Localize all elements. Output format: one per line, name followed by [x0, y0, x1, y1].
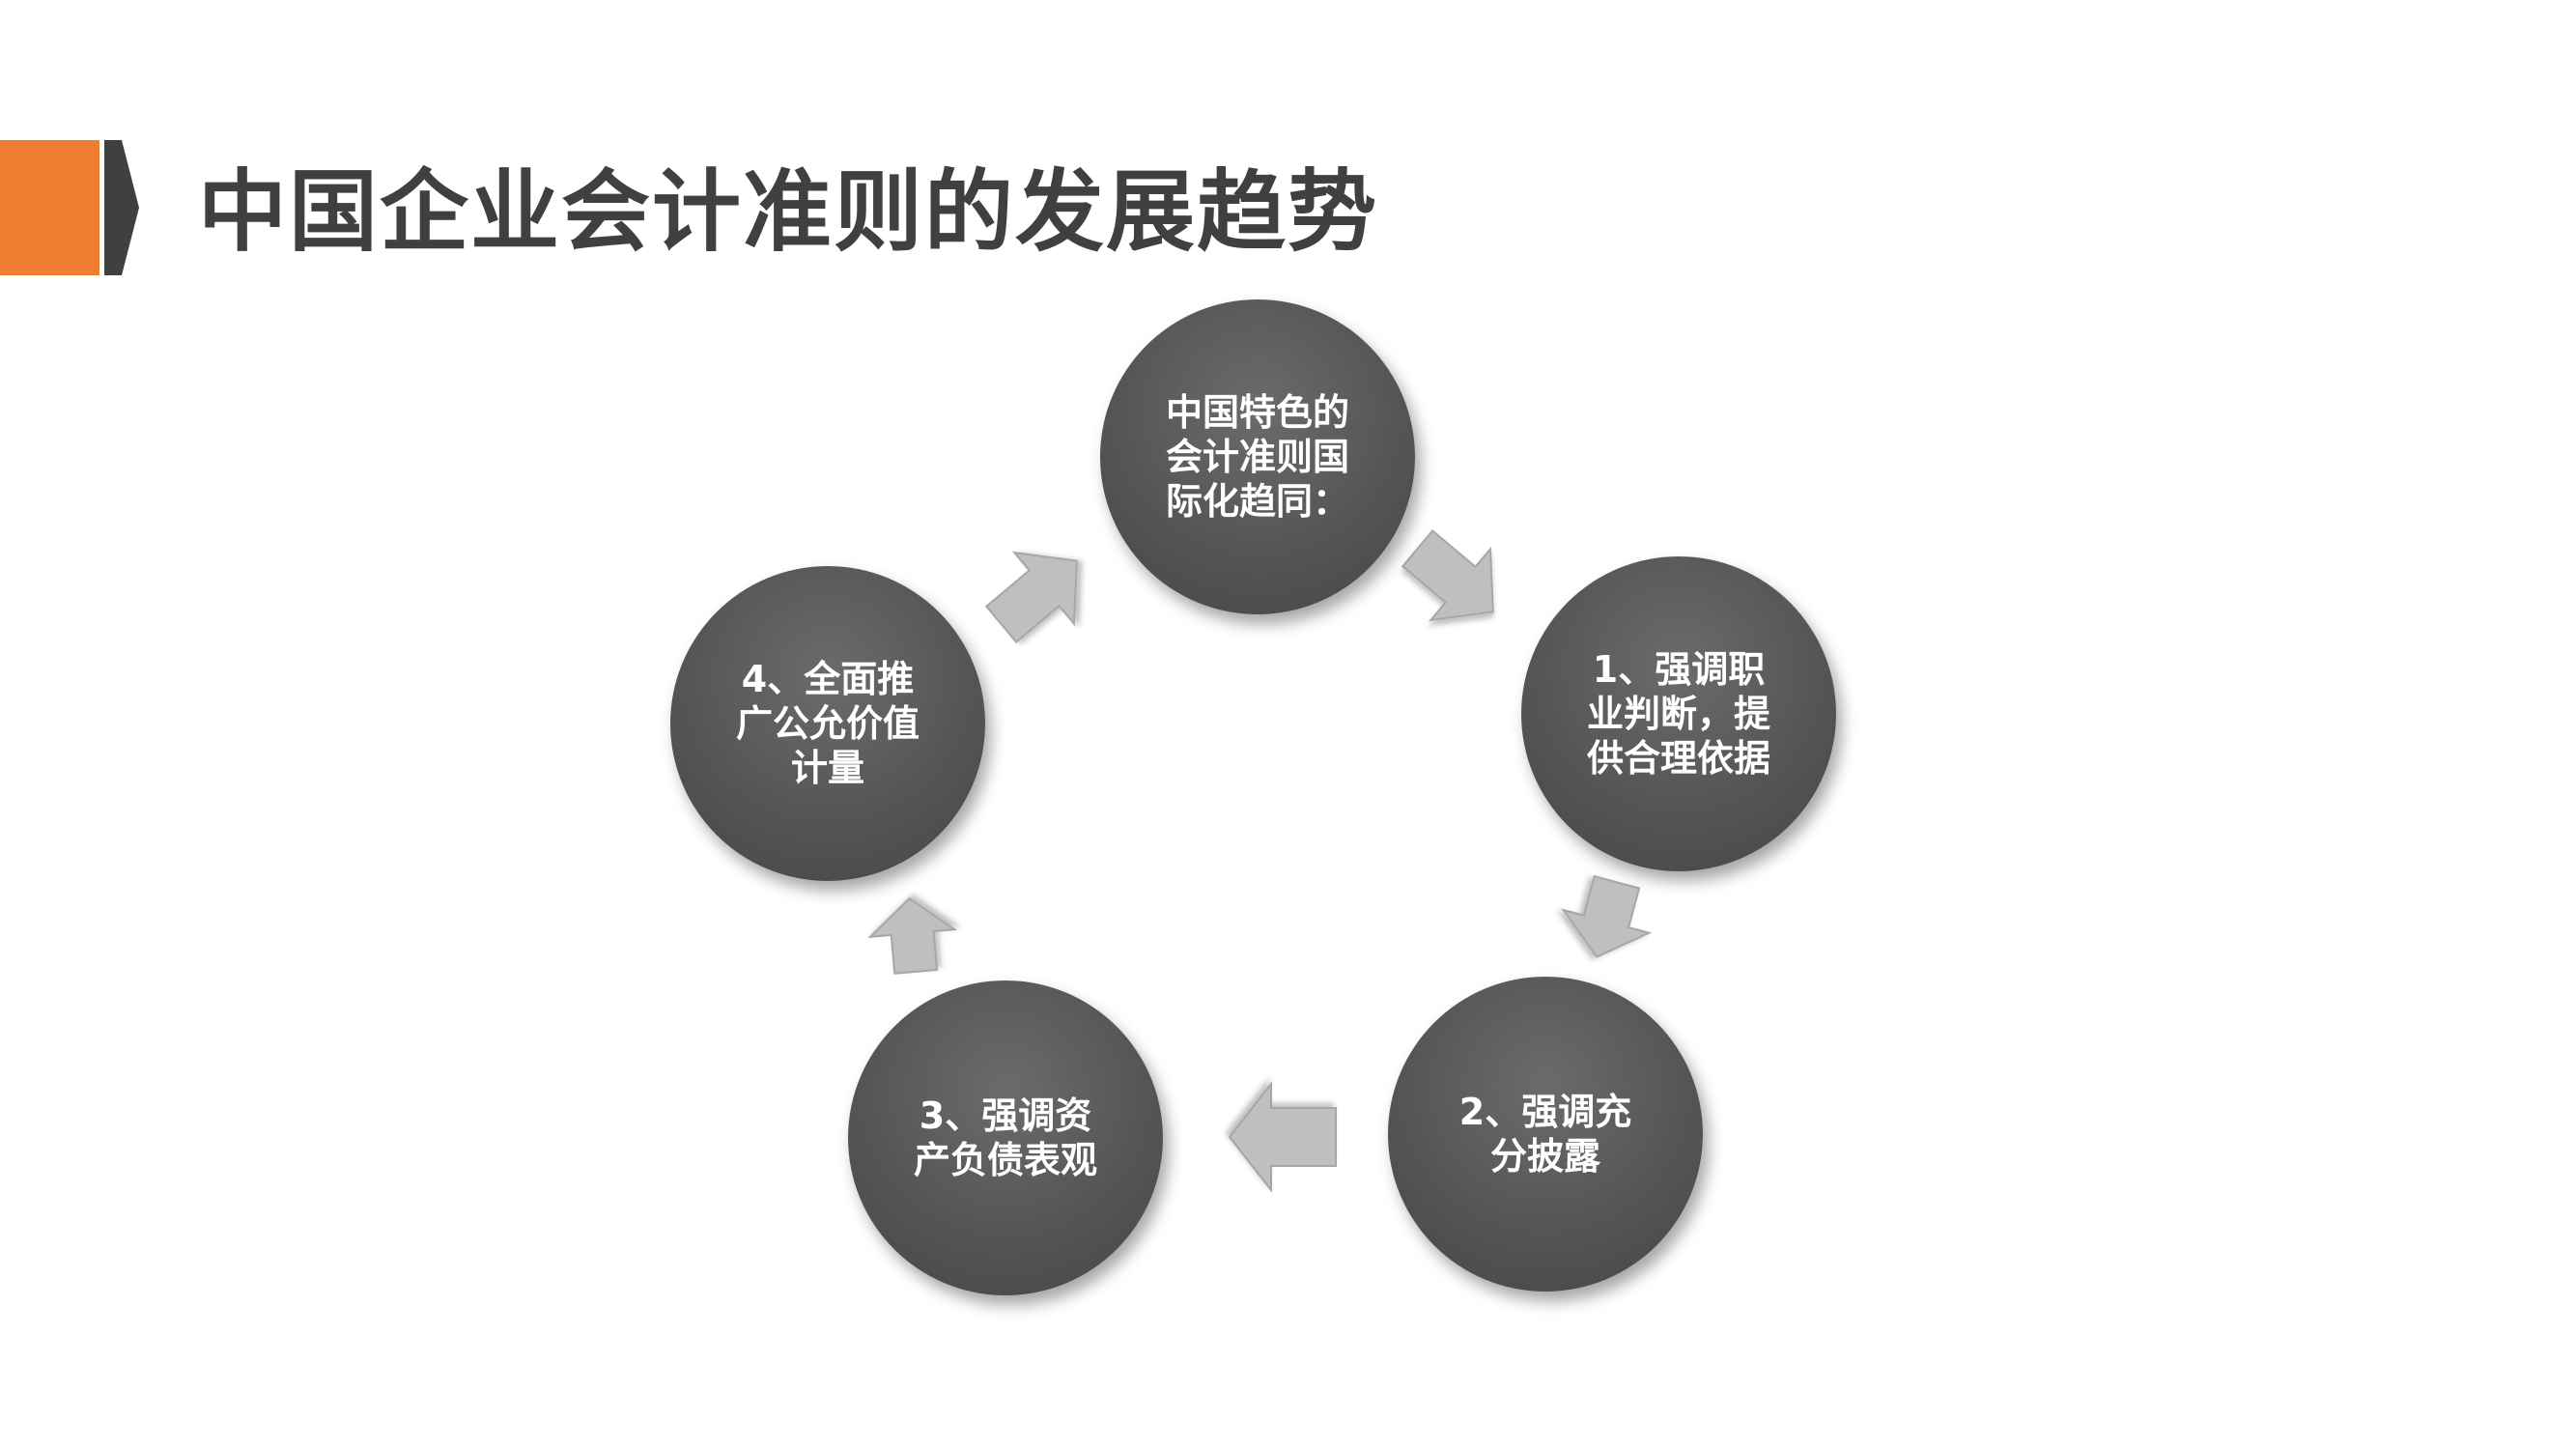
arrow-n1-to-n2 [1561, 874, 1653, 958]
node-4-label: 4、全面推 广公允价值 计量 [735, 658, 920, 789]
chevron-right-icon [104, 140, 139, 275]
page-title: 中国企业会计准则的发展趋势 [198, 160, 1379, 264]
node-3: 3、强调资 产负债表观 [848, 980, 1163, 1295]
arrow-center-to-n1 [1401, 529, 1494, 622]
arrow-n2-to-n3 [1228, 1081, 1337, 1193]
title-accent-block [0, 140, 99, 275]
node-1-label: 1、强调职 业判断，提 供合理依据 [1586, 648, 1770, 780]
node-1: 1、强调职 业判断，提 供合理依据 [1521, 556, 1836, 871]
arrow-n3-to-n4 [867, 896, 958, 975]
node-2: 2、强调充 分披露 [1388, 977, 1703, 1292]
node-4: 4、全面推 广公允价值 计量 [670, 566, 985, 881]
node-3-label: 3、强调资 产负债表观 [913, 1094, 1097, 1181]
node-center: 中国特色的 会计准则国 际化趋同： [1100, 299, 1415, 614]
node-2-label: 2、强调充 分披露 [1458, 1091, 1632, 1178]
arrow-n4-to-center [984, 551, 1078, 643]
node-center-label: 中国特色的 会计准则国 际化趋同： [1165, 391, 1349, 523]
